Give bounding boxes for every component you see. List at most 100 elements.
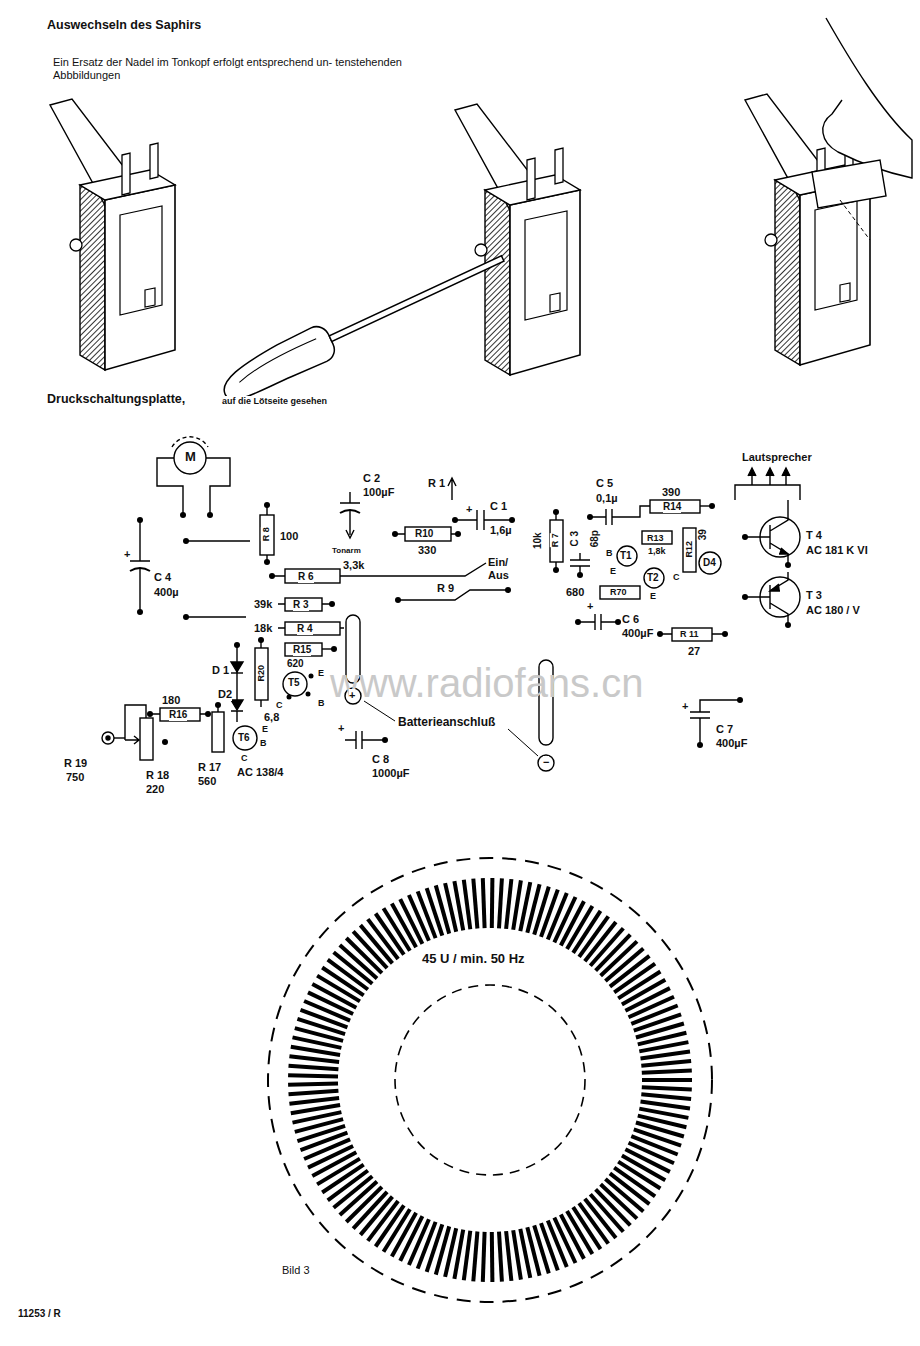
component-label: C [673,572,680,582]
component-label: C 8 [372,753,389,766]
component-label: R 7 [550,533,560,547]
component-label: 6,8 [264,711,279,724]
component-label: AC 181 K VI [806,544,868,557]
page-title: Auswechseln des Saphirs [47,18,201,32]
component-label: 100µF [363,486,394,499]
component-label: R 11 [680,629,699,639]
strobe-bar [541,1223,558,1270]
component-label: R 9 [437,582,454,595]
component-label: E [318,668,324,678]
component-label: C 4 [154,571,171,584]
strobe-bar [641,1102,691,1109]
strobe-bars [288,878,692,1282]
component-label: R20 [256,665,266,682]
component-label: 400µ [154,586,179,599]
component-label: + [466,503,472,516]
component-label: R 1 [428,477,445,490]
component-label: 18k [254,622,272,635]
component-label: Lautsprecher [742,451,812,464]
strobe-disc [268,858,712,1302]
strobe-bar [427,1224,443,1272]
component-label: + [338,722,344,735]
strobe-bar [642,1087,692,1089]
component-label: T1 [620,550,632,562]
strobe-bar [289,1091,339,1095]
strobe-bar [297,1019,345,1034]
strobe-bar [513,880,521,929]
strobe-bar [289,1056,339,1062]
component-label: AC 138/4 [237,766,283,779]
component-label: T 3 [806,589,822,602]
component-label: R15 [293,644,311,656]
component-label: T 4 [806,529,822,542]
component-label: + [682,700,688,713]
component-label: R13 [647,533,664,543]
component-label: 27 [688,645,700,658]
component-label: B [260,738,267,748]
component-label: 180 [162,694,180,707]
component-label: E [262,724,268,734]
strobe-bar [642,1071,692,1073]
component-label: Batterieanschluß [398,716,495,730]
component-label: 39k [254,598,272,611]
strobe-bar [506,1231,511,1281]
component-label: 560 [198,775,216,788]
component-label: C 6 [622,613,639,626]
component-label: C 2 [363,472,380,485]
component-label: D2 [218,688,232,701]
strobe-bar [288,1084,338,1085]
strobe-bar [464,880,471,930]
component-label: R14 [663,501,681,513]
component-label: + [124,548,130,561]
strobe-bar [483,878,485,928]
component-label: 400µF [622,627,653,640]
component-label: 1,8k [648,546,666,556]
component-label: 1000µF [372,767,410,780]
component-label: R10 [415,528,433,540]
strobe-bar [301,1133,348,1150]
component-label: R 8 [261,527,271,541]
component-label: B [318,698,325,708]
strobe-bar [490,1232,495,1282]
component-label: 400µF [716,737,747,750]
strobe-bar [642,1078,692,1082]
strobe-bar [473,879,477,929]
strobe-bar [288,1075,338,1076]
watermark: www.radiofans.cn [330,660,643,706]
component-label: R 4 [297,623,313,635]
component-label: R 6 [298,571,314,583]
strobe-bar [631,1006,677,1024]
component-label: C [276,700,283,710]
strobe-bar [641,1052,691,1059]
component-label: T6 [238,732,250,744]
component-label: M [185,450,196,465]
component-label: R12 [684,541,694,558]
component-label: R 17 [198,761,221,774]
strobe-bar [641,1061,691,1066]
component-label: 750 [66,771,84,784]
component-label: + [349,689,355,702]
component-label: 330 [418,544,436,557]
component-label: 45 U / min. 50 Hz [422,952,525,967]
strobe-bar [520,1229,530,1278]
strobe-bar [464,1231,471,1281]
component-label: E [610,566,616,576]
component-label: R 19 [64,757,87,770]
strobe-bar [534,887,549,935]
figure-caption: Bild 3 [282,1264,310,1277]
component-label: C [241,753,248,763]
component-label: C 7 [716,723,733,736]
component-label: auf die Lötseite gesehen [222,396,327,406]
component-label: AC 180 / V [806,604,860,617]
component-label: 220 [146,783,164,796]
component-label: D4 [703,557,716,569]
strobe-bar [418,891,436,938]
component-label: C 1 [490,500,507,513]
pcb-layout [102,437,800,771]
component-label: R70 [610,587,627,597]
component-label: 0,1µ [596,492,618,505]
component-label: 11253 / R [18,1308,61,1320]
component-label: R16 [169,709,187,721]
strobe-bar [289,1066,339,1070]
component-label: 680 [566,586,584,599]
